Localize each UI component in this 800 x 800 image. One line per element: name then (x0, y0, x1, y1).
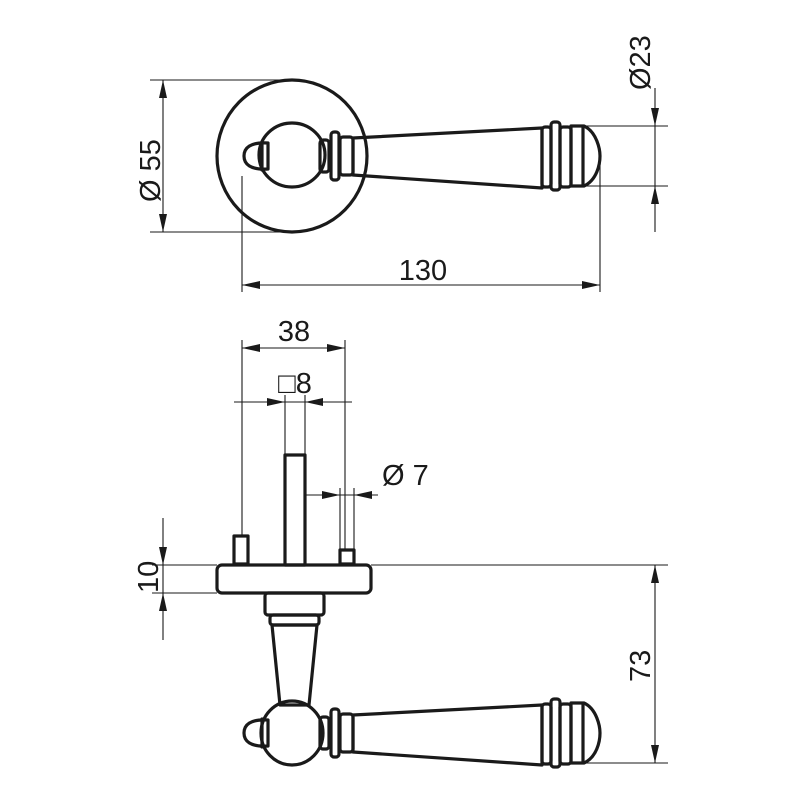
dim-arrow (305, 398, 323, 406)
rose-plate (215, 78, 369, 234)
dim-lever-length: 130 (399, 255, 447, 287)
side-grip-ring-3 (558, 702, 573, 766)
dim-arrow (582, 281, 600, 289)
side-view (215, 453, 602, 769)
dim-arrow (159, 547, 167, 565)
side-view-dimensions: 38 □8 Ø 7 10 73 (133, 316, 668, 764)
collar-ring-1 (318, 138, 331, 174)
side-neck-ball (259, 699, 325, 767)
square-spindle (283, 453, 307, 567)
dim-arrow (267, 398, 285, 406)
dim-arrow (651, 745, 659, 763)
lever-body (351, 126, 544, 190)
right-pin (338, 548, 356, 566)
dim-arrow (651, 565, 659, 583)
top-view-dimensions: Ø 55 Ø23 130 (135, 35, 668, 292)
grip-ring-3 (558, 125, 573, 189)
dim-arrow (242, 281, 260, 289)
dim-square-spindle: □8 (278, 368, 312, 400)
dim-arrow (242, 344, 260, 352)
neck-shaft (270, 623, 319, 707)
dim-arrow (159, 80, 167, 98)
dim-arrow (327, 344, 345, 352)
side-rose-plate (215, 563, 373, 595)
left-knob (242, 141, 270, 171)
side-collar-ring-1 (318, 715, 331, 751)
dim-projection: 73 (625, 650, 657, 682)
side-collar-ring-3 (338, 712, 355, 754)
dim-arrow (651, 186, 659, 204)
side-collar-ring-2 (329, 707, 341, 759)
dim-pin-diameter: Ø 7 (382, 460, 429, 492)
grip-end-cap (569, 124, 602, 188)
dim-arrow (159, 593, 167, 611)
dim-arrow (322, 491, 340, 499)
dim-grip-end-diameter: Ø23 (625, 35, 657, 90)
side-grip-end-cap (569, 701, 602, 765)
dim-rose-diameter: Ø 55 (135, 139, 167, 202)
dim-arrow (159, 214, 167, 232)
top-view (215, 78, 602, 234)
neck-ball (257, 121, 327, 189)
neck-collar (263, 591, 326, 617)
left-pin (232, 534, 250, 566)
dim-arrow (651, 108, 659, 126)
dim-rose-width: 38 (278, 316, 310, 348)
dim-arrow (354, 491, 372, 499)
collar-ring-3 (338, 135, 355, 177)
collar-ring-2 (329, 130, 341, 182)
dim-rose-height: 10 (133, 561, 165, 593)
side-lever-body (351, 703, 544, 767)
side-left-knob (242, 718, 270, 748)
